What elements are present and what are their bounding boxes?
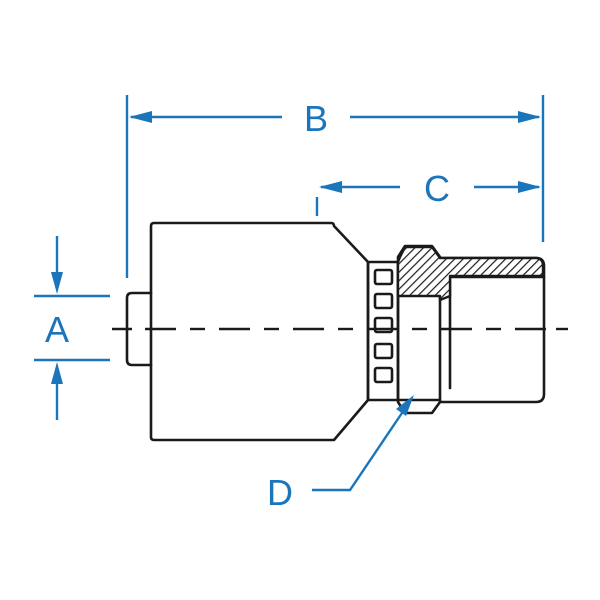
dimension-label-a: A bbox=[45, 309, 69, 350]
dimension-lines bbox=[34, 95, 545, 492]
ferrule-shell bbox=[149, 221, 370, 442]
c-arrow-right bbox=[518, 181, 541, 193]
section-hatch bbox=[396, 245, 545, 302]
knurl-2 bbox=[373, 292, 394, 310]
dimension-label-d: D bbox=[267, 472, 293, 513]
dimension-label-c: C bbox=[424, 168, 450, 209]
b-arrow-right bbox=[518, 111, 541, 123]
a-arrow-bottom bbox=[51, 362, 63, 384]
knurl-5 bbox=[373, 366, 394, 384]
b-arrow-left bbox=[129, 111, 152, 123]
knurl-4 bbox=[373, 342, 394, 360]
dimension-label-b: B bbox=[304, 98, 328, 139]
c-arrow-left bbox=[319, 181, 342, 193]
knurl-1 bbox=[373, 268, 394, 286]
knurl-3 bbox=[373, 316, 394, 334]
d-arrow bbox=[396, 395, 414, 416]
a-arrow-top bbox=[51, 272, 63, 294]
d-leader-line bbox=[312, 409, 405, 492]
fitting-part bbox=[125, 221, 546, 442]
